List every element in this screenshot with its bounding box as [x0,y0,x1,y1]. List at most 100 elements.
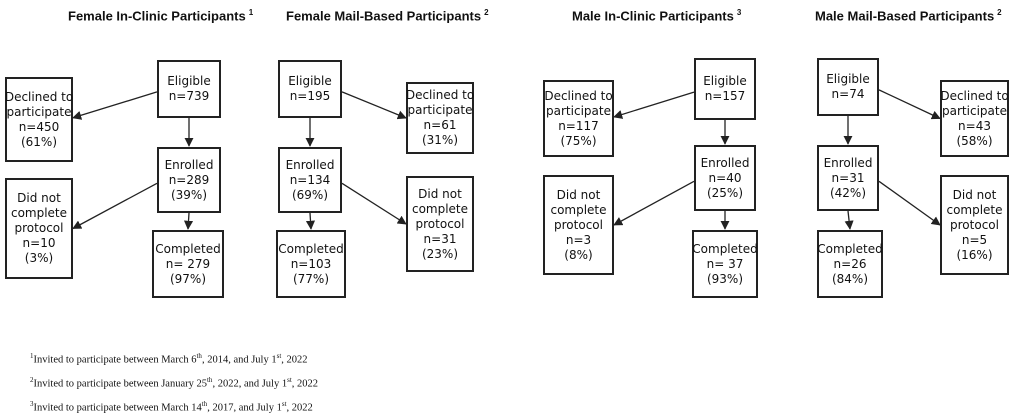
flow-arrow [613,180,695,226]
box-line: n=103 [290,256,332,271]
box-line: n=26 [833,256,867,271]
box-line: protocol [415,216,465,231]
box-line: (31%) [421,133,459,147]
box-line: Completed [155,241,221,256]
box-line: n=5 [961,232,988,247]
box-line: n=3 [565,232,592,247]
box-line: n=195 [289,89,331,103]
box-line: Declined to [405,88,475,102]
footnote-1: 1Invited to participate between March 6t… [30,352,308,366]
box-line: n=450 [18,119,60,134]
panel-title-text: Female Mail-Based Participants [286,8,482,24]
flow-arrow [183,212,194,230]
box-line: Declined to [544,88,613,103]
box-line: (58%) [956,133,993,148]
box-line: n= 279 [165,256,211,271]
box-line: Enrolled [164,157,214,172]
box-line: Did not [17,191,61,205]
box-line: (8%) [564,247,593,262]
box-line: n=157 [704,89,746,103]
box-line: (3%) [24,251,54,265]
box-line: Completed [817,241,883,256]
flow-arrow [341,182,407,225]
box-line: n=134 [289,172,331,187]
box-line: n=40 [708,170,742,185]
box-line: Completed [278,241,344,256]
flow-arrow [878,89,941,120]
box-line: (69%) [291,187,329,202]
panel-title-note: 3 [736,8,742,17]
box-line: Did not [556,187,601,202]
box-line: (25%) [706,185,744,200]
box-line: Enrolled [285,157,335,172]
box-line: Eligible [288,74,332,88]
box-line: Eligible [703,74,747,88]
box-line: n= 37 [706,256,744,271]
box-line: participate [6,104,72,119]
flow-arrow [72,182,158,230]
box-line: (42%) [829,185,867,200]
box-line: (93%) [706,271,744,286]
box-line: n=61 [423,118,457,132]
box-line: participate [546,103,611,118]
box-line: (23%) [421,246,459,261]
box-line: participate [942,103,1007,118]
box-line: participate [407,103,473,117]
box-line: protocol [554,217,603,232]
flow-arrow [341,91,407,120]
box-line: complete [550,202,607,217]
footnote-3: 3Invited to participate between March 14… [30,400,313,414]
box-line: Completed [692,241,758,256]
box-line: complete [946,202,1003,217]
box-line: (97%) [169,271,207,286]
box-line: (84%) [831,271,869,286]
footnote-2: 2Invited to participate between January … [30,376,319,390]
flow-arrow [613,91,695,119]
box-line: n=31 [831,170,865,185]
flow-arrow [305,212,316,230]
box-line: n=289 [168,172,210,187]
box-line: Enrolled [823,155,873,170]
panel-title-note: 1 [248,8,254,17]
box-line: Enrolled [700,155,750,170]
box-line: n=10 [22,236,56,250]
flow-arrow [844,210,854,230]
box-line: complete [10,206,68,220]
panel-title-note: 2 [484,8,489,17]
flow-arrow [72,91,158,120]
box-line: Eligible [826,72,870,86]
box-line: complete [411,201,469,216]
box-line: Did not [952,187,997,202]
box-line: n=739 [168,89,210,103]
box-line: n=117 [558,118,599,133]
flow-arrow [878,180,941,226]
panel-title-text: Female In-Clinic Participants [68,8,246,24]
box-line: n=31 [423,231,457,246]
box-line: Did not [418,186,462,201]
box-line: (77%) [292,271,330,286]
